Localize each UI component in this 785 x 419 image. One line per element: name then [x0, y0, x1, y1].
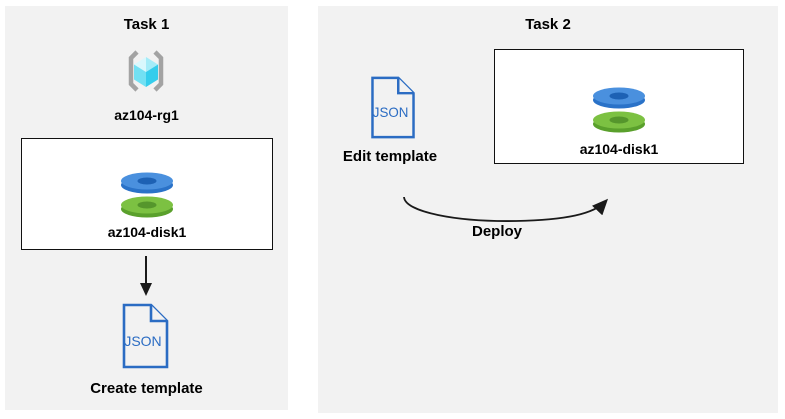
- task2-title: Task 2: [525, 16, 571, 33]
- disk-label: az104-disk1: [107, 224, 187, 240]
- disk-label: az104-disk1: [579, 141, 659, 157]
- json-icon-text: JSON: [373, 105, 409, 120]
- create-template-caption: Create template: [90, 380, 203, 397]
- json-file-icon: JSON: [121, 303, 170, 369]
- deploy-arrow-icon: [396, 184, 621, 229]
- edit-template-caption: Edit template: [342, 148, 438, 165]
- deploy-label: Deploy: [471, 223, 522, 240]
- down-arrow-icon: [138, 256, 154, 296]
- json-icon-text: JSON: [124, 333, 161, 349]
- json-file-icon: JSON: [369, 76, 417, 139]
- resource-group-icon: [122, 47, 170, 95]
- task1-disk-box: az104-disk1: [21, 138, 273, 250]
- task1-title: Task 1: [123, 16, 170, 33]
- task1-panel: Task 1 az104-rg1: [5, 6, 288, 410]
- task2-disk-box: az104-disk1: [494, 49, 744, 164]
- resource-group-label: az104-rg1: [114, 107, 179, 123]
- managed-disk-icon: [119, 168, 175, 218]
- managed-disk-icon: [591, 83, 647, 133]
- task2-panel: Task 2 JSON Edit template az104-di: [318, 6, 778, 413]
